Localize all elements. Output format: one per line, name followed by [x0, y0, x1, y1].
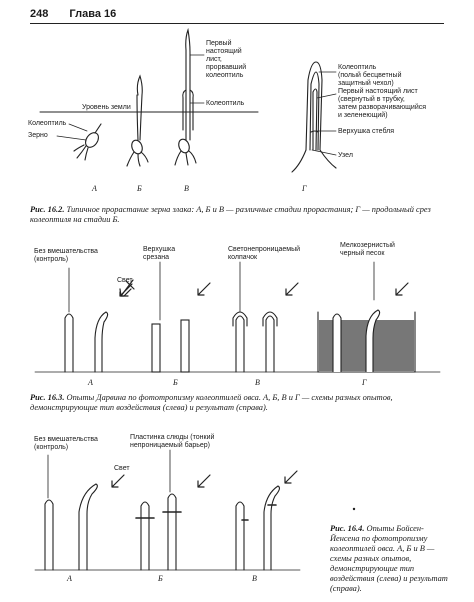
- fig2-letter-v: В: [184, 184, 189, 193]
- page-header: 248 Глава 16: [30, 8, 134, 20]
- fig3-label-sand: Мелкозернистый черный песок: [340, 242, 395, 257]
- fig4-arrow-a: [111, 474, 125, 488]
- fig2-label-first-leaf: Первый настоящий лист, прорвавший колеоп…: [206, 40, 247, 79]
- fig3-letter-a: А: [88, 378, 93, 387]
- fig4-coleoptile-v-result: [263, 485, 280, 571]
- fig3-label-light: Свет: [117, 277, 133, 284]
- fig2-seedling-a: [73, 123, 102, 161]
- fig3-coleoptile-a-control: [64, 313, 74, 373]
- fig4-label-mica: Пластинка слюды (тонкий непроницаемый ба…: [130, 434, 215, 449]
- fig4-leaders: [47, 449, 171, 499]
- fig2-label-g-coleoptile: Колеоптиль (полый бесцветный защитный че…: [338, 64, 402, 87]
- fig4-coleoptile-b-result: [162, 493, 182, 571]
- fig3-coleoptile-b-result: [180, 319, 190, 373]
- fig2-seedling-c: [174, 27, 197, 166]
- fig2-seedling-b: [126, 74, 149, 167]
- fig3-caption: Рис. 16.3. Опыты Дарвина по фототропизму…: [30, 393, 444, 413]
- chapter-title: Глава 16: [69, 8, 117, 20]
- fig3-arrow-a: [119, 279, 135, 297]
- header-rule: [30, 23, 444, 24]
- page-number: 248: [30, 8, 49, 20]
- fig4-coleoptile-a-result: [78, 483, 98, 571]
- fig3-label-cap: Светонепроницаемый колпачок: [228, 246, 301, 261]
- stray-dot: [352, 507, 356, 511]
- fig3-coleoptile-a-result: [94, 311, 109, 373]
- fig2-label-g-first-leaf: Первый настоящий лист (свернутый в трубк…: [338, 88, 427, 119]
- fig2-label-g-stem-tip: Верхушка стебля: [338, 128, 395, 135]
- fig3-leaders: [68, 261, 375, 321]
- fig4-coleoptile-a-control: [44, 499, 54, 571]
- fig2-label-g-node: Узел: [338, 152, 353, 159]
- fig4-label-light: Свет: [114, 465, 130, 472]
- fig4-coleoptile-b-control: [135, 501, 155, 571]
- fig4-letter-b: Б: [158, 574, 163, 583]
- fig3-arrow-b: [197, 282, 211, 296]
- fig4-arrow-v: [284, 470, 298, 484]
- fig4-caption-text: Опыты Бойсен-Йенсена по фототропизму кол…: [330, 524, 448, 593]
- fig2-label-coleoptile-left: Колеоптиль: [28, 120, 67, 127]
- fig2-letter-g: Г: [302, 184, 307, 193]
- fig3-letter-g: Г: [362, 378, 367, 387]
- fig3-coleoptile-v-control: [232, 311, 248, 373]
- fig4-caption-number: Рис. 16.4.: [330, 524, 365, 533]
- fig3-letter-v: В: [255, 378, 260, 387]
- fig3-label-tip-cut: Верхушка срезана: [143, 246, 176, 261]
- fig2-caption: Рис. 16.2. Типичное прорастание зерна зл…: [30, 205, 444, 225]
- fig3-caption-text: Опыты Дарвина по фототропизму колеоптиле…: [30, 393, 393, 412]
- fig4-letter-a: А: [67, 574, 72, 583]
- fig2-section-g: [291, 61, 337, 173]
- fig3-label-control: Без вмешательства (контроль): [34, 248, 98, 263]
- fig3-coleoptile-b-control: [151, 323, 161, 373]
- fig3-letter-b: Б: [173, 378, 178, 387]
- fig4-letter-v: В: [252, 574, 257, 583]
- fig4-caption: Рис. 16.4. Опыты Бойсен-Йенсена по фотот…: [330, 524, 448, 594]
- fig3-caption-number: Рис. 16.3.: [30, 393, 65, 402]
- fig2-label-coleoptile: Колеоптиль: [206, 100, 245, 107]
- fig2-label-ground-level: Уровень земли: [82, 104, 131, 111]
- fig2-caption-text: Типичное прорастание зерна злака: А, Б и…: [30, 205, 431, 224]
- fig3-coleoptile-v-result: [262, 311, 278, 373]
- fig4-label-control: Без вмешательства (контроль): [34, 436, 98, 451]
- fig3-arrow-g: [395, 282, 409, 296]
- fig4-coleoptile-v-control: [235, 501, 249, 571]
- fig2-caption-number: Рис. 16.2.: [30, 205, 65, 214]
- fig4-arrow-b: [197, 474, 211, 488]
- fig2-label-grain: Зерно: [28, 132, 48, 139]
- fig2-letter-b: Б: [137, 184, 142, 193]
- fig3-arrow-v: [285, 282, 299, 296]
- fig2-leaders: [56, 54, 337, 156]
- fig3-sand-box: [317, 309, 416, 373]
- fig2-letter-a: А: [92, 184, 97, 193]
